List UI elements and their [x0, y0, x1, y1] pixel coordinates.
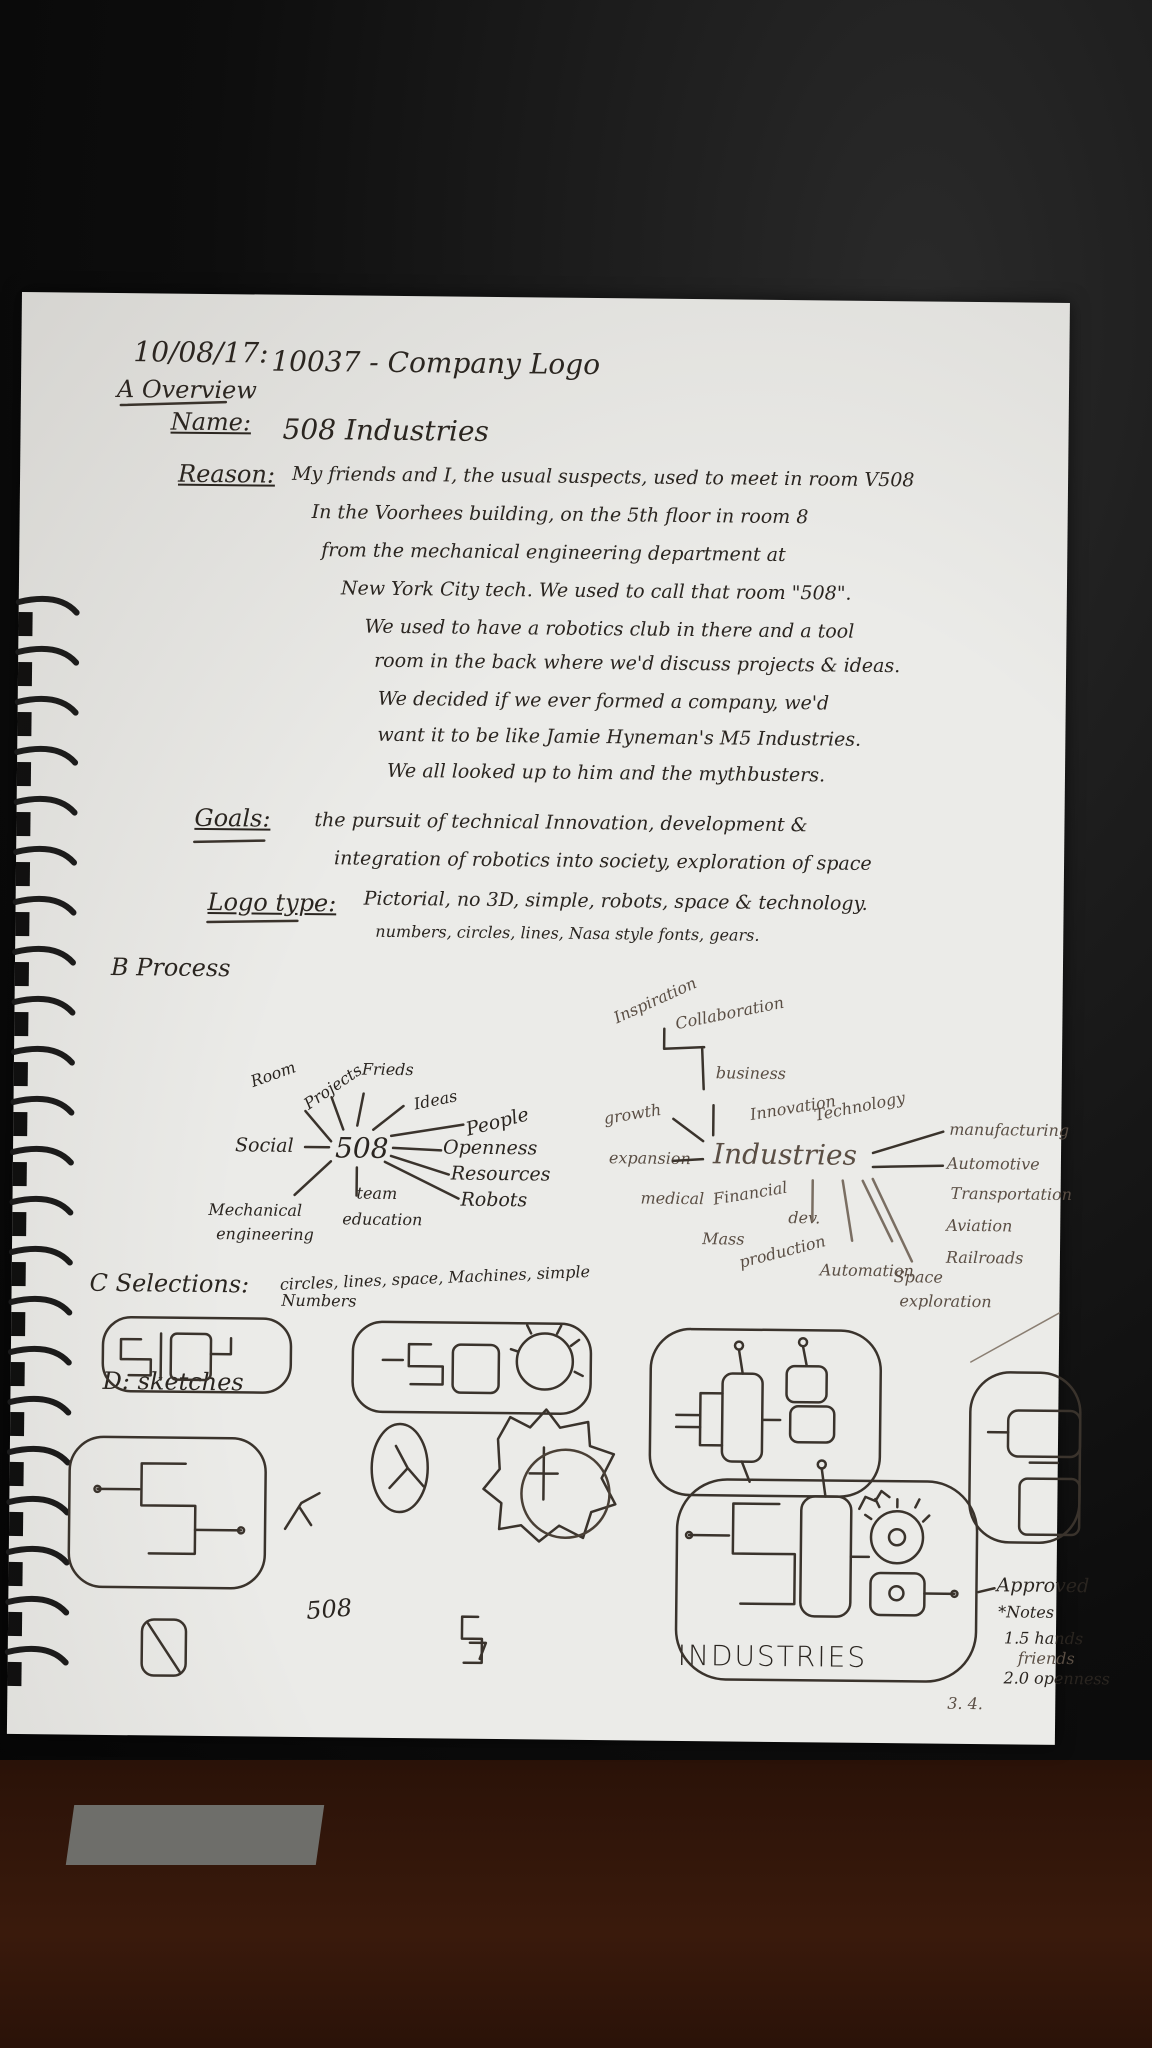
hand-drawn-sketches — [67, 400, 1082, 1683]
paper-under-notebook — [65, 1805, 325, 1865]
spiral-binding — [4, 595, 80, 1687]
notebook-page: 10/08/17: 10037 - Company Logo A Overvie… — [4, 292, 1110, 1745]
wooden-desk — [0, 1760, 1152, 2048]
